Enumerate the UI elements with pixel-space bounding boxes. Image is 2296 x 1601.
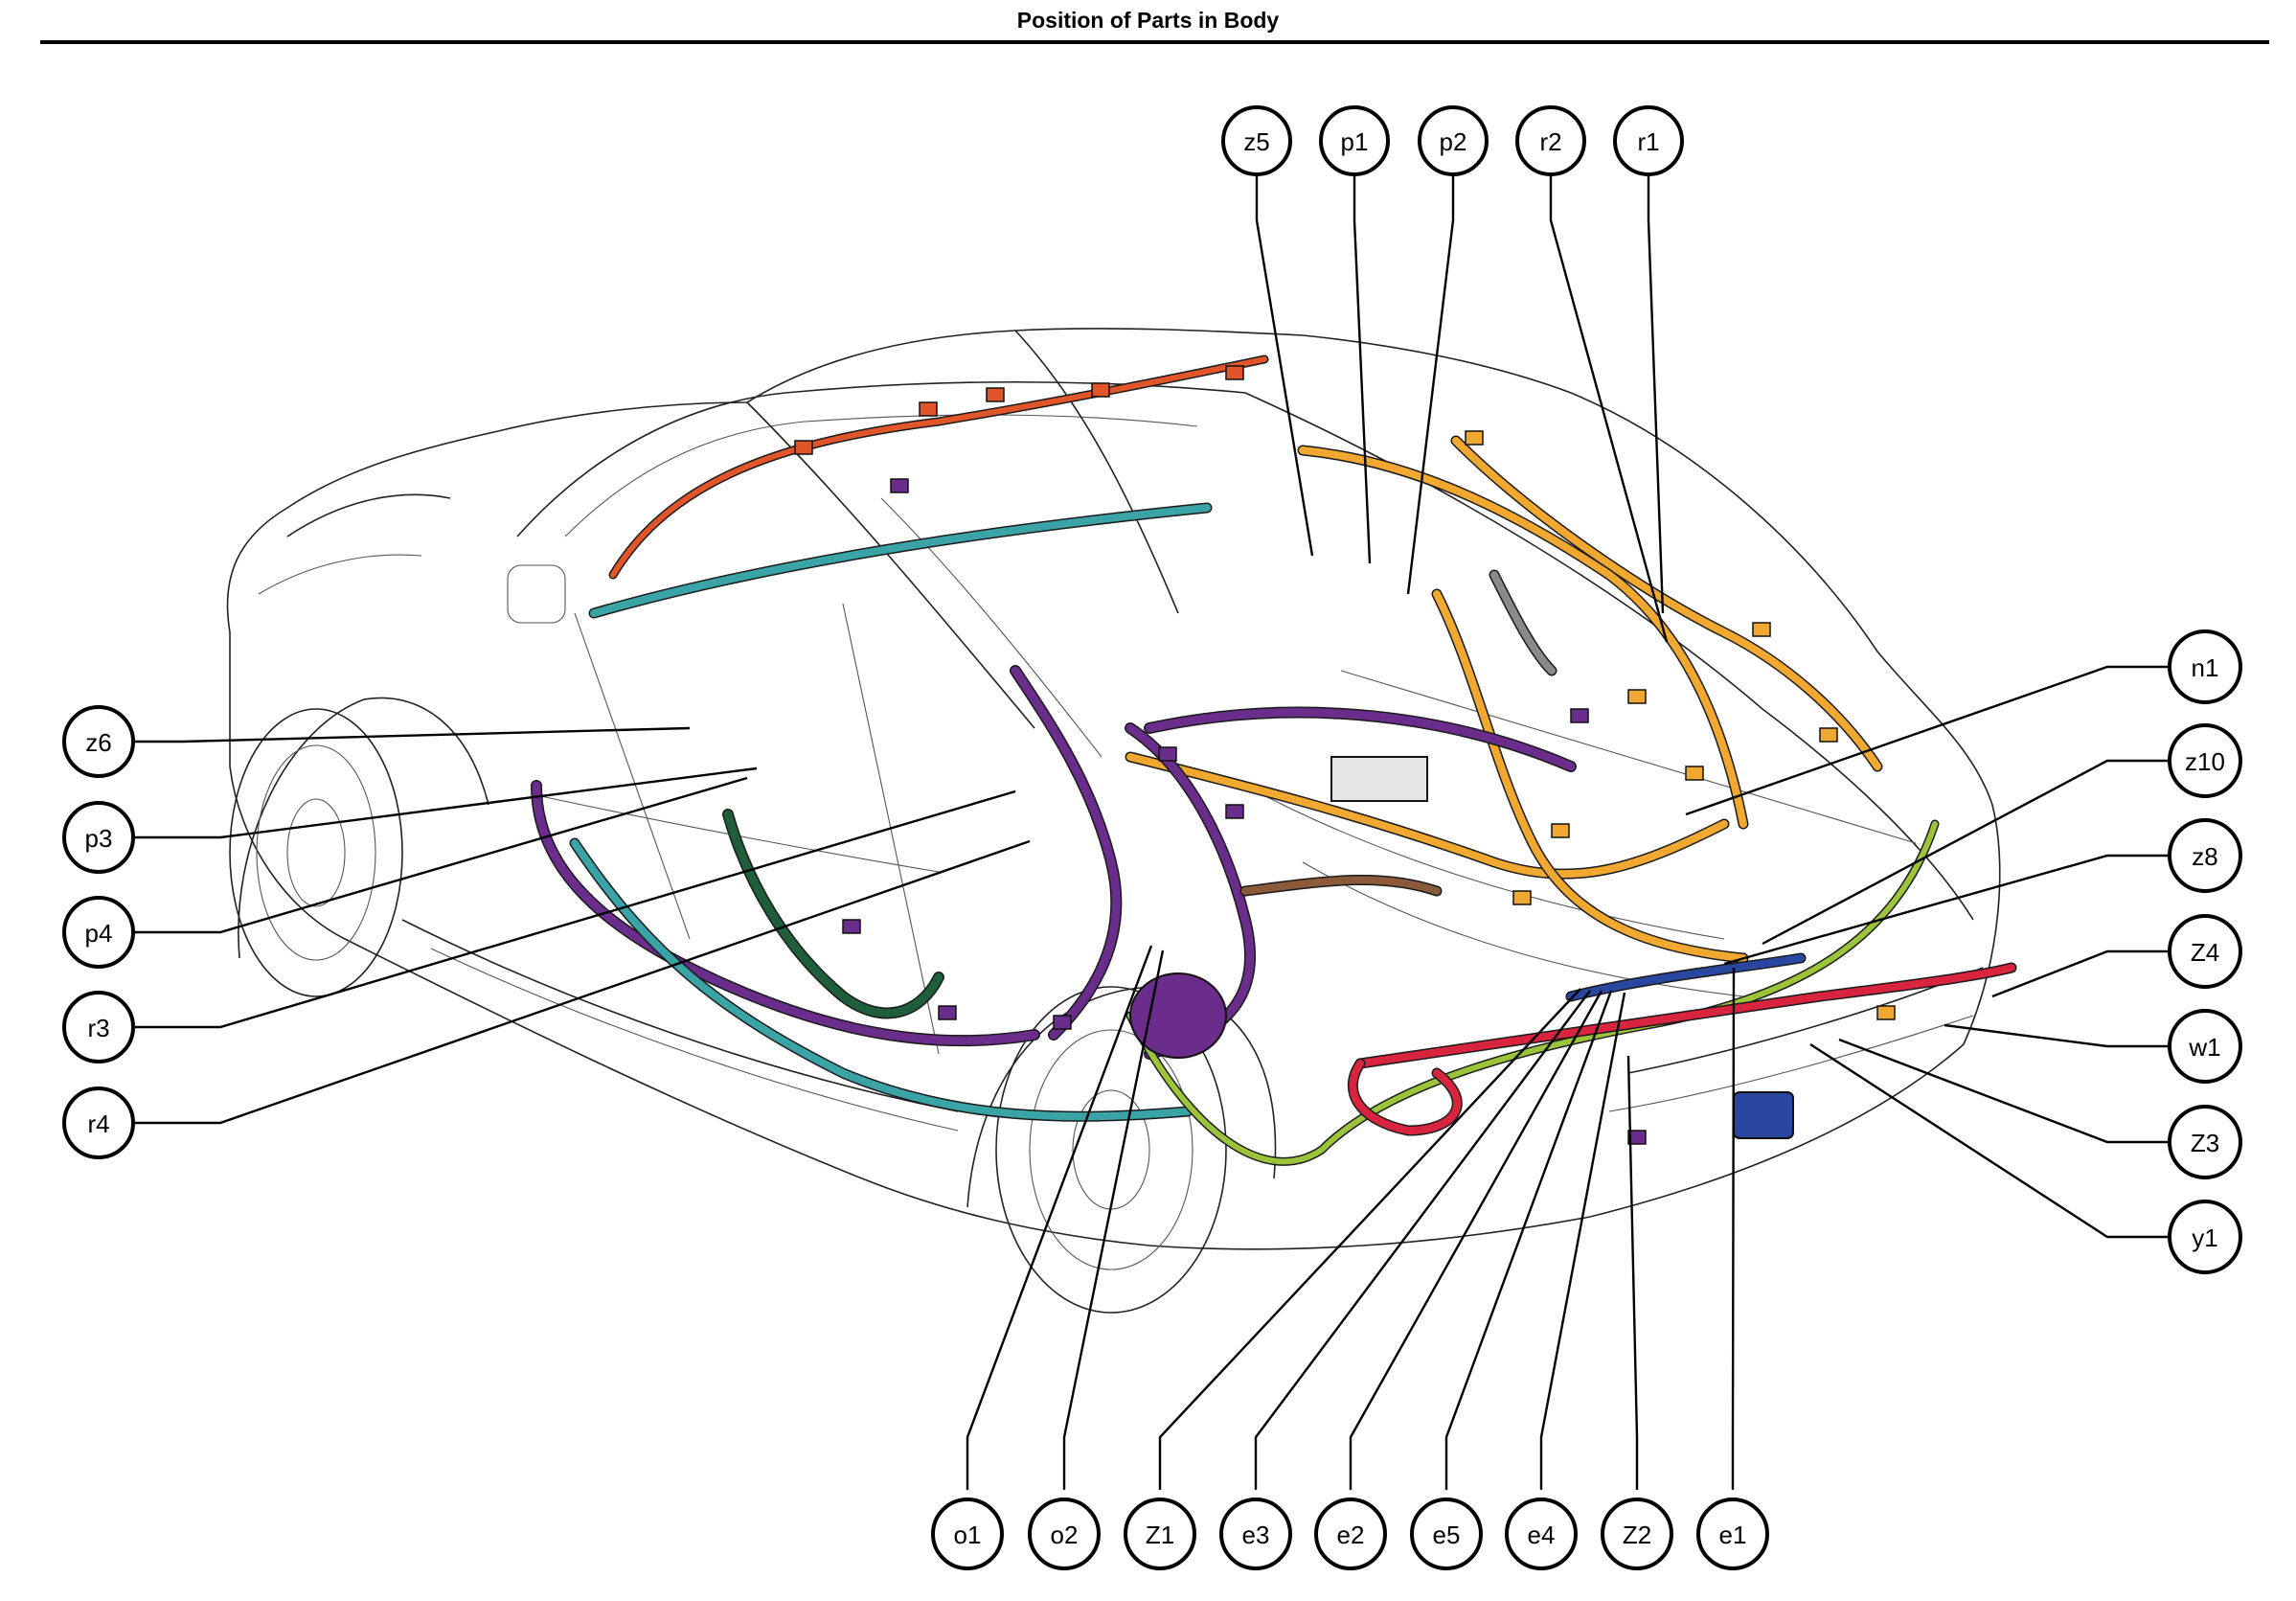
callout-o1[interactable]: o1 bbox=[931, 1498, 1004, 1570]
callout-label: Z1 bbox=[1146, 1521, 1174, 1549]
callout-label: z10 bbox=[2185, 747, 2225, 776]
callout-e3[interactable]: e3 bbox=[1219, 1498, 1292, 1570]
callout-label: o2 bbox=[1051, 1521, 1079, 1549]
callout-label: y1 bbox=[2192, 1224, 2217, 1252]
callout-z6[interactable]: z6 bbox=[62, 705, 135, 778]
callout-n1[interactable]: n1 bbox=[2168, 629, 2242, 704]
callout-label: n1 bbox=[2192, 653, 2219, 682]
callout-label: z8 bbox=[2192, 842, 2217, 871]
callout-z8[interactable]: z8 bbox=[2168, 818, 2242, 893]
callout-label: r1 bbox=[1637, 127, 1659, 156]
callout-label: p1 bbox=[1341, 127, 1369, 156]
title-rule bbox=[40, 40, 2269, 44]
page-title: Position of Parts in Body bbox=[1016, 8, 1280, 33]
callout-w1[interactable]: w1 bbox=[2168, 1009, 2242, 1084]
callout-p2[interactable]: p2 bbox=[1418, 105, 1489, 176]
callout-p4[interactable]: p4 bbox=[62, 896, 135, 969]
callout-r4[interactable]: r4 bbox=[62, 1086, 135, 1159]
callout-r3[interactable]: r3 bbox=[62, 991, 135, 1064]
callout-label: e1 bbox=[1719, 1521, 1747, 1549]
callout-r1[interactable]: r1 bbox=[1613, 105, 1684, 176]
leader-lines bbox=[128, 174, 2169, 1490]
callout-label: o1 bbox=[954, 1521, 982, 1549]
callout-label: r3 bbox=[87, 1014, 109, 1042]
callout-label: p2 bbox=[1440, 127, 1467, 156]
callout-label: Z3 bbox=[2191, 1129, 2219, 1157]
callout-label: e4 bbox=[1528, 1521, 1556, 1549]
callout-Z3[interactable]: Z3 bbox=[2168, 1105, 2242, 1179]
callout-p1[interactable]: p1 bbox=[1319, 105, 1390, 176]
callout-label: z6 bbox=[85, 728, 111, 757]
callout-o2[interactable]: o2 bbox=[1028, 1498, 1101, 1570]
callout-e2[interactable]: e2 bbox=[1314, 1498, 1387, 1570]
callout-e5[interactable]: e5 bbox=[1410, 1498, 1483, 1570]
callout-label: e3 bbox=[1242, 1521, 1270, 1549]
callout-z5[interactable]: z5 bbox=[1221, 105, 1292, 176]
callout-label: p4 bbox=[85, 919, 113, 948]
callout-y1[interactable]: y1 bbox=[2168, 1200, 2242, 1274]
callout-Z4[interactable]: Z4 bbox=[2168, 914, 2242, 989]
callout-p3[interactable]: p3 bbox=[62, 801, 135, 874]
callout-r2[interactable]: r2 bbox=[1515, 105, 1586, 176]
callout-label: r2 bbox=[1539, 127, 1561, 156]
car-body-outline bbox=[226, 328, 2001, 1314]
callout-label: e2 bbox=[1337, 1521, 1365, 1549]
callout-label: Z4 bbox=[2191, 938, 2219, 967]
callout-z10[interactable]: z10 bbox=[2168, 723, 2242, 798]
callout-label: z5 bbox=[1243, 127, 1269, 156]
callout-label: Z2 bbox=[1623, 1521, 1651, 1549]
callout-label: e5 bbox=[1433, 1521, 1461, 1549]
callout-Z1[interactable]: Z1 bbox=[1124, 1498, 1196, 1570]
callout-label: p3 bbox=[85, 824, 113, 853]
callout-Z2[interactable]: Z2 bbox=[1601, 1498, 1673, 1570]
callout-label: r4 bbox=[87, 1109, 109, 1138]
callout-e1[interactable]: e1 bbox=[1696, 1498, 1769, 1570]
wiring-harnesses bbox=[531, 355, 2017, 1166]
callout-label: w1 bbox=[2188, 1033, 2220, 1062]
callout-e4[interactable]: e4 bbox=[1505, 1498, 1578, 1570]
